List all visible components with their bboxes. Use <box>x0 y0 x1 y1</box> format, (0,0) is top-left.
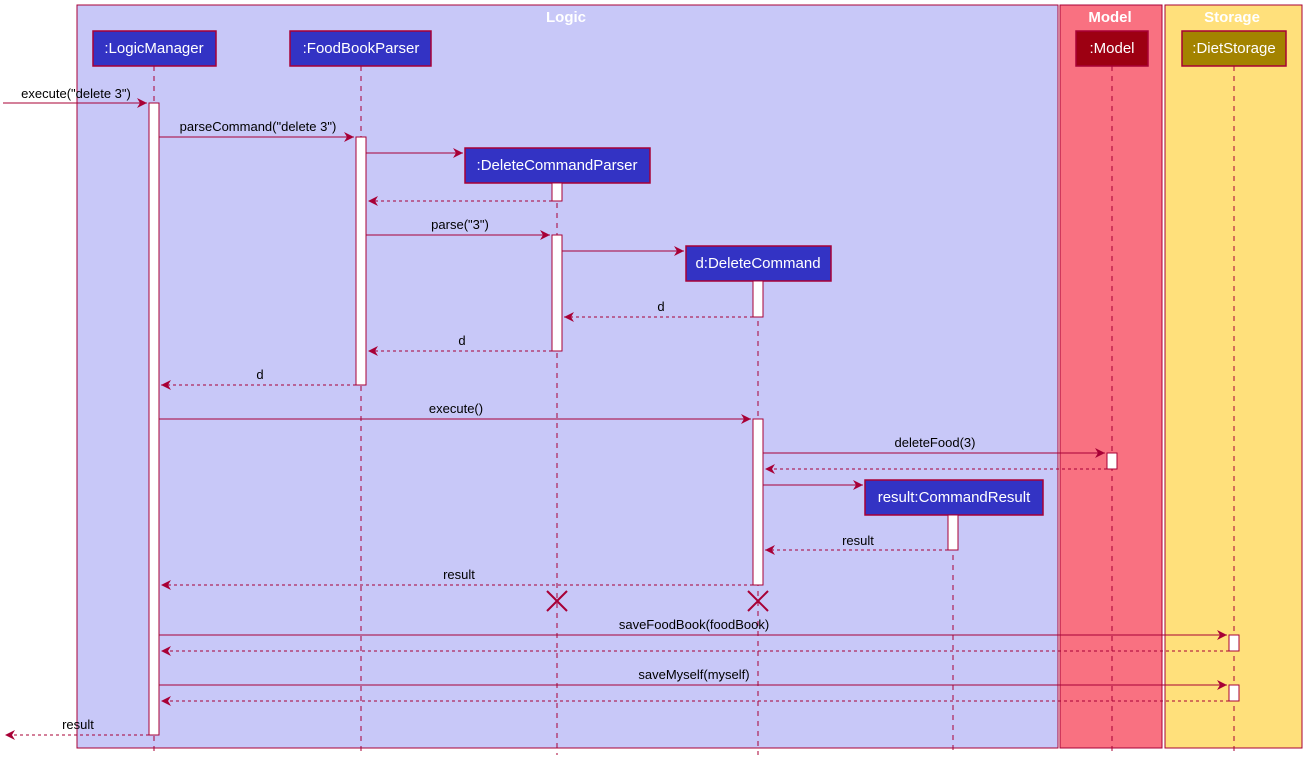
logic-frame-title: Logic <box>546 9 586 26</box>
message-label: saveFoodBook(foodBook) <box>619 617 769 632</box>
logic-frame: Logic <box>76 4 1059 749</box>
destroy-marker-delete-command <box>747 590 769 612</box>
message-label: d <box>458 333 465 348</box>
message-label: deleteFood(3) <box>895 435 976 450</box>
activation-delete-command-execute <box>752 418 764 586</box>
storage-frame-title: Storage <box>1204 9 1260 26</box>
participant-food-book-parser: :FoodBookParser <box>289 30 432 67</box>
message-label: execute("delete 3") <box>21 86 131 101</box>
message-label: parse("3") <box>431 217 489 232</box>
participant-diet-storage: :DietStorage <box>1181 30 1287 67</box>
participant-label: :DeleteCommandParser <box>477 157 638 174</box>
activation-command-result <box>947 514 959 551</box>
activation-diet-storage-save-myself <box>1228 684 1240 702</box>
activation-delete-command-parser-create <box>551 182 563 202</box>
participant-logic-manager: :LogicManager <box>92 30 217 67</box>
message-label: d <box>657 299 664 314</box>
message-label: d <box>256 367 263 382</box>
message-label: saveMyself(myself) <box>638 667 749 682</box>
activation-logic-manager <box>148 102 160 736</box>
destroy-marker-delete-command-parser <box>546 590 568 612</box>
participant-label: :DietStorage <box>1192 40 1275 57</box>
message-label: result <box>62 717 94 732</box>
participant-model: :Model <box>1075 30 1149 67</box>
message-label: result <box>842 533 874 548</box>
participant-label: d:DeleteCommand <box>695 255 820 272</box>
participant-delete-command-parser: :DeleteCommandParser <box>464 147 651 184</box>
activation-delete-command-parser-parse <box>551 234 563 352</box>
message-label: execute() <box>429 401 483 416</box>
participant-delete-command: d:DeleteCommand <box>685 245 832 282</box>
message-label: parseCommand("delete 3") <box>180 119 337 134</box>
activation-model <box>1106 452 1118 470</box>
model-frame-title: Model <box>1088 9 1131 26</box>
message-label: result <box>443 567 475 582</box>
participant-label: :Model <box>1089 40 1134 57</box>
participant-label: :LogicManager <box>104 40 203 57</box>
model-frame: Model <box>1059 4 1163 749</box>
activation-food-book-parser <box>355 136 367 386</box>
participant-label: result:CommandResult <box>878 489 1031 506</box>
activation-delete-command-create <box>752 280 764 318</box>
participant-command-result: result:CommandResult <box>864 479 1044 516</box>
activation-diet-storage-save-food-book <box>1228 634 1240 652</box>
participant-label: :FoodBookParser <box>303 40 420 57</box>
